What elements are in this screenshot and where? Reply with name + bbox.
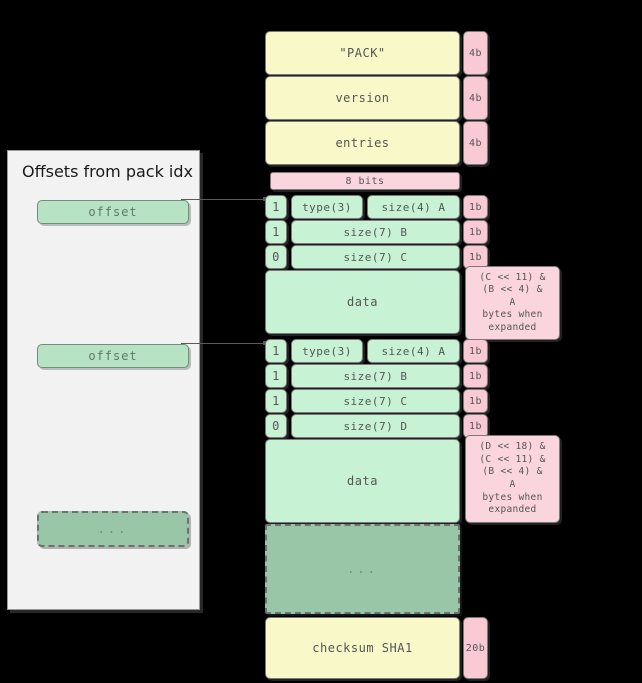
obj2-row2-width-label: 1b xyxy=(468,370,483,382)
pack-checksum-row: checksum SHA1 xyxy=(265,617,460,679)
offset-box-1[interactable]: offset xyxy=(37,200,189,224)
obj1-row1-size-label: size(4) A xyxy=(381,200,446,214)
obj2-row2-size-label: size(7) B xyxy=(343,369,408,383)
bits-ruler: 8 bits xyxy=(270,172,460,190)
obj1-data-block: data xyxy=(265,270,460,334)
pack-magic-size-label: 4b xyxy=(468,47,483,59)
obj1-row1-size: size(4) A xyxy=(367,195,460,219)
obj1-row3-msb-label: 0 xyxy=(272,250,280,264)
pack-entries-size: 4b xyxy=(463,121,488,165)
obj1-annotation-line-5: expanded xyxy=(488,321,537,333)
obj2-row1-type: type(3) xyxy=(291,339,363,363)
offset-box-2-label: offset xyxy=(88,349,138,363)
obj2-annotation-line-5: bytes when xyxy=(482,491,543,503)
obj1-row2-msb: 1 xyxy=(265,220,287,244)
obj2-row4-size: size(7) D xyxy=(291,414,460,438)
obj1-row1-width: 1b xyxy=(463,195,488,219)
connector-line-2 xyxy=(181,343,267,344)
obj2-row4-msb: 0 xyxy=(265,414,287,438)
obj2-row2-msb: 1 xyxy=(265,364,287,388)
obj1-row3-width-label: 1b xyxy=(468,251,483,263)
obj2-row2-msb-label: 1 xyxy=(272,369,280,383)
obj1-row3-size: size(7) C xyxy=(291,245,460,269)
obj1-row3-msb: 0 xyxy=(265,245,287,269)
obj2-expanded-size-annotation: (D << 18) & (C << 11) & (B << 4) & A byt… xyxy=(465,435,560,523)
pack-entries-label: entries xyxy=(335,136,390,150)
obj2-annotation-line-6: expanded xyxy=(488,504,537,516)
obj1-annotation-line-1: (C << 11) & xyxy=(479,271,546,283)
obj2-row1-size: size(4) A xyxy=(367,339,460,363)
obj1-row1-msb: 1 xyxy=(265,195,287,219)
obj1-row2-msb-label: 1 xyxy=(272,225,280,239)
obj2-row1-width: 1b xyxy=(463,339,488,363)
pack-version-row: version xyxy=(265,76,460,120)
offset-ellipsis-label: ... xyxy=(97,522,129,536)
obj2-row1-size-label: size(4) A xyxy=(381,344,446,358)
pack-checksum-size-label: 20b xyxy=(465,642,486,654)
pack-magic-label: "PACK" xyxy=(339,46,386,60)
pack-checksum-size: 20b xyxy=(463,617,488,679)
obj2-row3-size-label: size(7) C xyxy=(343,394,408,408)
pack-ellipsis-block: ... xyxy=(265,524,460,614)
pack-entries-size-label: 4b xyxy=(468,137,483,149)
obj2-annotation-line-3: (B << 4) & xyxy=(482,466,543,478)
pack-version-size-label: 4b xyxy=(468,92,483,104)
obj2-row1-type-label: type(3) xyxy=(302,344,352,358)
obj2-row3-width-label: 1b xyxy=(468,395,483,407)
connector-line-1 xyxy=(181,199,267,200)
offsets-panel: Offsets from pack idx offset offset ... xyxy=(7,150,200,610)
obj2-row4-msb-label: 0 xyxy=(272,419,280,433)
obj2-annotation-line-1: (D << 18) & xyxy=(479,441,546,453)
obj1-row1-width-label: 1b xyxy=(468,201,483,213)
obj1-row1-type: type(3) xyxy=(291,195,363,219)
obj1-row2-size: size(7) B xyxy=(291,220,460,244)
pack-checksum-label: checksum SHA1 xyxy=(312,641,413,655)
page-title: Offsets from pack idx xyxy=(22,162,193,181)
obj1-expanded-size-annotation: (C << 11) & (B << 4) & A bytes when expa… xyxy=(465,266,560,340)
pack-entries-row: entries xyxy=(265,121,460,165)
obj1-annotation-line-2: (B << 4) & xyxy=(482,284,543,296)
obj2-row3-msb: 1 xyxy=(265,389,287,413)
bits-ruler-label: 8 bits xyxy=(345,175,385,187)
pack-magic-row: "PACK" xyxy=(265,31,460,75)
obj2-data-label: data xyxy=(347,474,378,488)
pack-version-label: version xyxy=(335,91,390,105)
obj2-row3-size: size(7) C xyxy=(291,389,460,413)
obj2-row2-size: size(7) B xyxy=(291,364,460,388)
obj1-annotation-line-4: bytes when xyxy=(482,309,543,321)
obj1-data-label: data xyxy=(347,295,378,309)
obj2-data-block: data xyxy=(265,439,460,523)
obj2-row2-width: 1b xyxy=(463,364,488,388)
obj1-annotation-line-3: A xyxy=(509,296,516,308)
offset-ellipsis-box: ... xyxy=(37,511,189,547)
obj2-row4-width: 1b xyxy=(463,414,488,438)
obj2-row1-width-label: 1b xyxy=(468,345,483,357)
obj2-row3-msb-label: 1 xyxy=(272,394,280,408)
obj2-row1-msb: 1 xyxy=(265,339,287,363)
obj2-annotation-line-2: (C << 11) & xyxy=(479,453,546,465)
offset-box-1-label: offset xyxy=(88,205,138,219)
obj1-row3-size-label: size(7) C xyxy=(343,250,408,264)
obj1-row1-type-label: type(3) xyxy=(302,200,352,214)
obj1-row1-msb-label: 1 xyxy=(272,200,280,214)
obj2-row4-size-label: size(7) D xyxy=(343,419,408,433)
obj2-row3-width: 1b xyxy=(463,389,488,413)
offset-box-2[interactable]: offset xyxy=(37,344,189,368)
obj1-row2-size-label: size(7) B xyxy=(343,225,408,239)
pack-magic-size: 4b xyxy=(463,31,488,75)
obj2-row1-msb-label: 1 xyxy=(272,344,280,358)
pack-ellipsis-label: ... xyxy=(347,562,378,576)
obj2-row4-width-label: 1b xyxy=(468,420,483,432)
obj2-annotation-line-4: A xyxy=(509,479,516,490)
pack-version-size: 4b xyxy=(463,76,488,120)
obj1-row2-width: 1b xyxy=(463,220,488,244)
obj1-row2-width-label: 1b xyxy=(468,226,483,238)
